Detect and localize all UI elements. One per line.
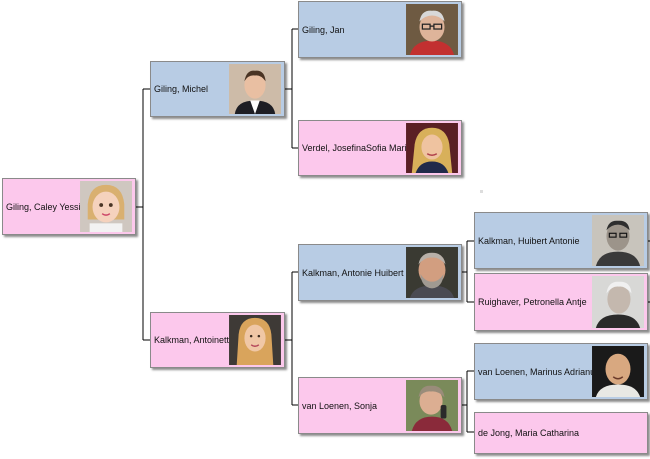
person-name: Giling, Caley Yessie bbox=[6, 201, 86, 212]
woman-portrait-image bbox=[229, 315, 281, 365]
person-name: Kalkman, Huibert Antonie bbox=[478, 235, 580, 246]
bearded-man-portrait-image bbox=[406, 247, 458, 298]
person-name: Kalkman, Antonie Huibert bbox=[302, 267, 404, 278]
elderly-man-portrait-image bbox=[592, 346, 644, 397]
person-name: van Loenen, Sonja bbox=[302, 400, 378, 411]
person-name: Ruighaver, Petronella Antje bbox=[478, 297, 587, 307]
person-photo bbox=[591, 346, 645, 397]
person-name: Giling, Jan bbox=[302, 24, 345, 35]
person-name: Kalkman, Antoinette bbox=[154, 335, 235, 345]
person-photo bbox=[228, 64, 282, 114]
stray-dot bbox=[480, 190, 483, 193]
elderly-man-portrait-image bbox=[406, 4, 458, 55]
person-card-root[interactable]: Giling, Caley Yessie bbox=[2, 178, 136, 235]
person-photo bbox=[228, 315, 282, 365]
person-card-maternal-grandfather[interactable]: Kalkman, Antonie Huibert bbox=[298, 244, 462, 301]
person-card-great-grandfather-1[interactable]: Kalkman, Huibert Antonie bbox=[474, 212, 648, 269]
person-card-great-grandfather-2[interactable]: van Loenen, Marinus Adrianus bbox=[474, 343, 648, 400]
person-card-great-grandmother-1[interactable]: Ruighaver, Petronella Antje bbox=[474, 273, 648, 331]
person-card-maternal-grandmother[interactable]: van Loenen, Sonja bbox=[298, 377, 462, 434]
person-name: Verdel, JosefinaSofia Maria bbox=[302, 143, 412, 153]
person-card-mother[interactable]: Kalkman, Antoinette bbox=[150, 312, 285, 368]
elderly-woman-portrait-image bbox=[592, 276, 644, 328]
person-card-paternal-grandfather[interactable]: Giling, Jan bbox=[298, 1, 462, 58]
person-photo bbox=[591, 276, 645, 328]
person-photo bbox=[405, 380, 459, 431]
man-portrait-image bbox=[229, 64, 281, 114]
person-name: Giling, Michel bbox=[154, 84, 209, 94]
person-photo bbox=[591, 215, 645, 266]
person-photo bbox=[405, 4, 459, 55]
woman-portrait-image bbox=[406, 123, 458, 173]
person-card-paternal-grandmother[interactable]: Verdel, JosefinaSofia Maria bbox=[298, 120, 462, 176]
person-name: van Loenen, Marinus Adrianus bbox=[478, 366, 600, 377]
person-photo bbox=[405, 247, 459, 298]
elderly-woman-portrait-image bbox=[406, 380, 458, 431]
person-card-father[interactable]: Giling, Michel bbox=[150, 61, 285, 117]
child-portrait-image bbox=[80, 181, 132, 232]
vintage-man-portrait-image bbox=[592, 215, 644, 266]
person-photo bbox=[79, 181, 133, 232]
person-photo bbox=[405, 123, 459, 173]
person-card-great-grandmother-2[interactable]: de Jong, Maria Catharina bbox=[474, 412, 648, 454]
person-name: de Jong, Maria Catharina bbox=[478, 428, 580, 438]
